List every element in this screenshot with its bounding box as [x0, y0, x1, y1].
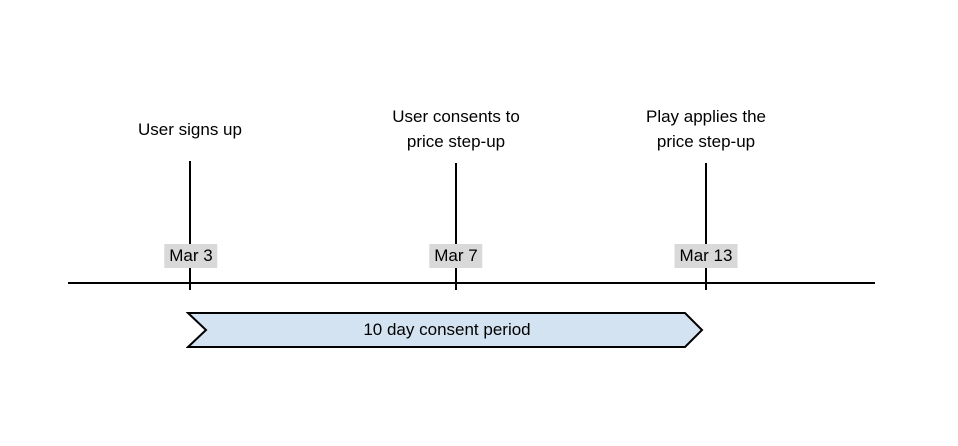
event-date-badge-mar13: Mar 13 — [674, 244, 738, 268]
event-tick-apply — [705, 163, 707, 290]
arrow-polygon — [186, 312, 704, 348]
event-tick-signup — [189, 161, 191, 290]
event-date-badge-mar7: Mar 7 — [429, 244, 483, 268]
timeline-axis — [68, 282, 875, 284]
consent-period-arrow-shape — [186, 312, 704, 348]
event-label-signup: User signs up — [138, 120, 242, 139]
event-label-consent: User consents to price step-up — [392, 107, 520, 151]
consent-period-ribbon: 10 day consent period — [186, 311, 708, 349]
consent-period-label: 10 day consent period — [363, 320, 531, 339]
event-label-apply: Play applies the price step-up — [645, 107, 767, 151]
event-date-badge-mar3: Mar 3 — [164, 244, 218, 268]
event-tick-consent — [455, 163, 457, 290]
